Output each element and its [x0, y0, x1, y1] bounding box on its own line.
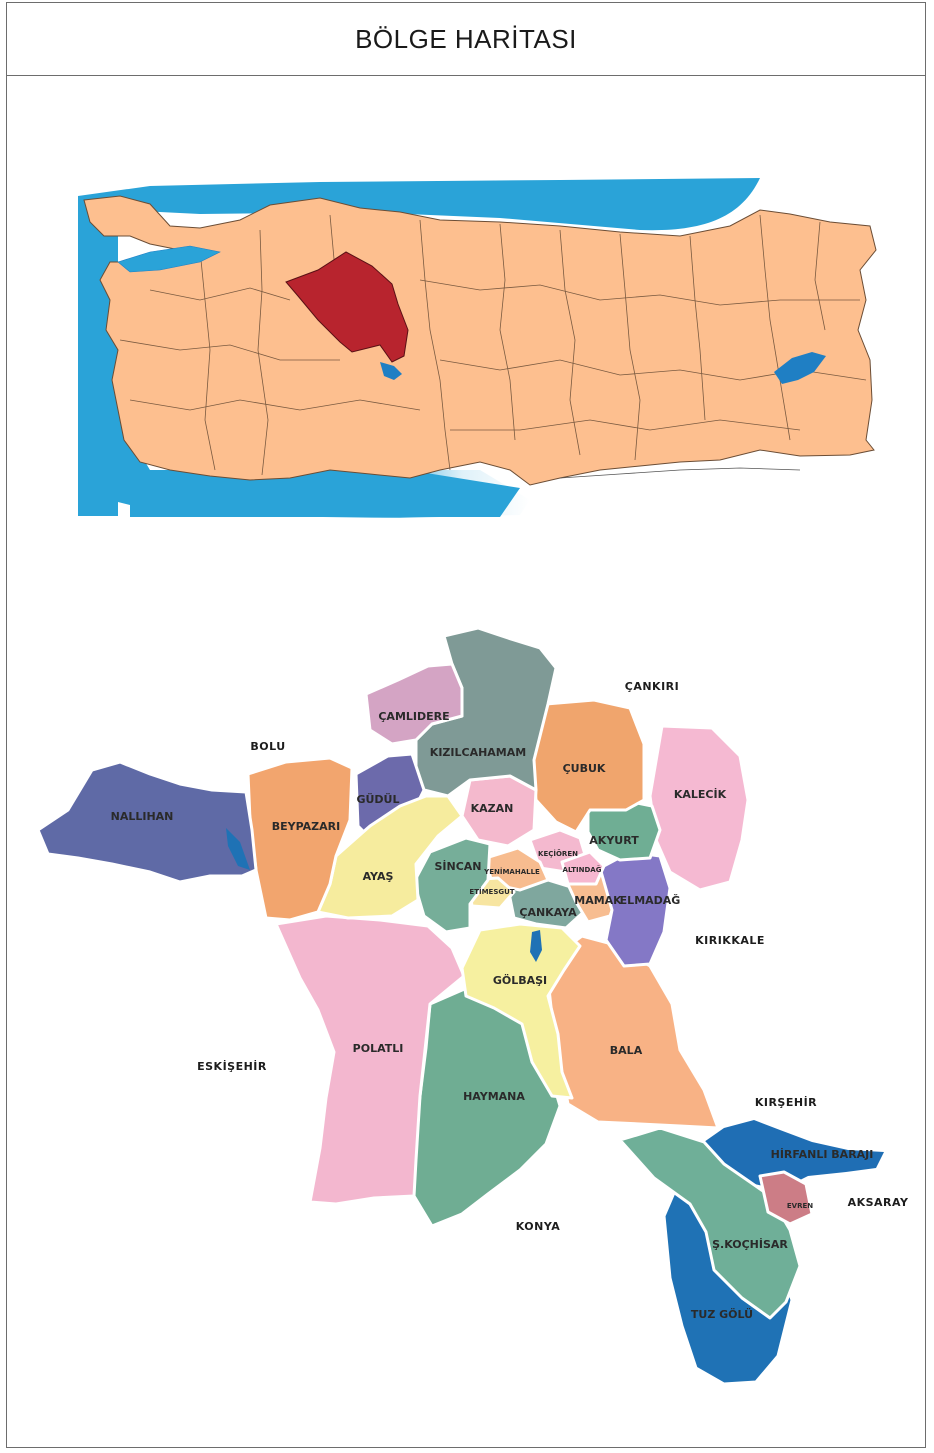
label-bala: BALA [610, 1044, 643, 1057]
district-nallihan [36, 760, 258, 884]
district-kalecik [648, 724, 750, 892]
label-evren: EVREN [787, 1202, 813, 1210]
label-kizilcahamam: KIZILCAHAMAM [430, 746, 526, 759]
label-polatli: POLATLI [353, 1042, 404, 1055]
label-sincan: SİNCAN [434, 859, 481, 873]
neighbor-eskisehir: ESKİŞEHİR [197, 1059, 267, 1073]
label-gudul: GÜDÜL [356, 792, 399, 806]
district-hirfanli [704, 1120, 884, 1190]
page-frame: BÖLGE HARİTASI [6, 2, 926, 1448]
label-yenimahalle: YENİMAHALLE [483, 867, 540, 876]
label-beypazari: BEYPAZARI [272, 820, 340, 833]
overview-map [78, 178, 877, 518]
district-golbasi [460, 922, 582, 1100]
neighbor-cankiri: ÇANKIRI [625, 680, 679, 693]
label-haymana: HAYMANA [463, 1090, 525, 1103]
turkey-landmass [83, 195, 877, 486]
label-kalecik: KALECİK [674, 787, 727, 801]
label-nallihan: NALLIHAN [111, 810, 174, 823]
label-kazan: KAZAN [471, 802, 514, 815]
label-camlidere: ÇAMLIDERE [378, 710, 449, 723]
label-altindag: ALTINDAĞ [563, 865, 602, 874]
syria-border [559, 467, 801, 479]
district-cankaya [506, 878, 590, 930]
neighbor-bolu: BOLU [250, 740, 285, 753]
district-altindag [560, 850, 606, 886]
neighbor-aksaray: AKSARAY [848, 1196, 909, 1209]
label-tuzgolu: TUZ GÖLÜ [691, 1307, 753, 1321]
district-elmadag [598, 850, 672, 968]
highlighted-province-ankara [285, 251, 409, 363]
label-etimesgut: ETİMESGUT [469, 887, 514, 896]
label-cankaya: ÇANKAYA [519, 906, 577, 919]
marmara-sea [117, 245, 221, 273]
van-lake [774, 352, 826, 384]
sea [78, 178, 760, 518]
label-elmadag: ELMADAĞ [620, 894, 681, 907]
label-akyurt: AKYURT [589, 834, 639, 847]
label-mamak: MAMAK [574, 894, 622, 907]
district-evren [758, 1170, 814, 1226]
district-sereflikochisar [618, 1126, 802, 1320]
label-golbasi: GÖLBAŞI [493, 973, 547, 987]
label-cubuk: ÇUBUK [563, 762, 606, 775]
tuz-lake-overview [380, 362, 402, 380]
neighbor-kirikkale: KIRIKKALE [695, 934, 765, 947]
label-kecioren: KEÇİÖREN [538, 849, 578, 858]
neighbor-kirsehir: KIRŞEHİR [755, 1095, 817, 1109]
page-title: BÖLGE HARİTASI [355, 23, 577, 54]
header: BÖLGE HARİTASI [7, 3, 925, 76]
district-camlidere [364, 662, 464, 746]
district-polatli [274, 914, 466, 1206]
mogan-lake [530, 930, 542, 962]
label-hirfanli: HİRFANLI BARAJI [771, 1147, 874, 1161]
sariyar-dam [226, 828, 250, 870]
label-ayas: AYAŞ [363, 870, 394, 883]
district-ayas [316, 794, 464, 920]
label-sereflikochisar: Ş.KOÇHİSAR [712, 1237, 788, 1251]
neighbor-konya: KONYA [516, 1220, 561, 1233]
district-map: ÇAMLIDERE KIZILCAHAMAM ÇUBUK KALECİK NAL… [36, 626, 909, 1386]
